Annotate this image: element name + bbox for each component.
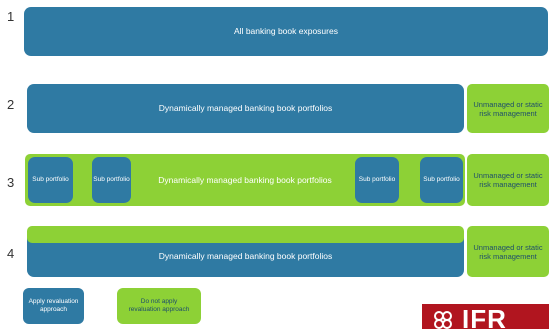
unmanaged-label-row4: Unmanaged or static risk management <box>473 242 543 261</box>
all-banking-book-box: All banking book exposures <box>24 7 548 56</box>
row-number-3: 3 <box>7 175 15 190</box>
legend-apply-box: Apply revaluation approach <box>23 288 84 324</box>
unmanaged-box-row2: Unmanaged or static risk management <box>467 84 549 133</box>
sub-portfolio-label-1: Sub portfolio <box>32 176 69 184</box>
row-number-1: 1 <box>7 9 15 24</box>
dynamic-portfolios-label-row4: Dynamically managed banking book portfol… <box>158 251 333 262</box>
row-number-4: 4 <box>7 246 15 261</box>
legend-apply-label: Apply revaluation approach <box>28 298 79 313</box>
unmanaged-label-row3: Unmanaged or static risk management <box>473 171 543 189</box>
logo-emblem-icon <box>434 311 452 329</box>
all-banking-book-label: All banking book exposures <box>234 26 338 37</box>
dynamic-portfolios-label-row2: Dynamically managed banking book portfol… <box>158 103 333 114</box>
unmanaged-box-row3: Unmanaged or static risk management <box>467 154 549 206</box>
unmanaged-label-row2: Unmanaged or static risk management <box>473 99 543 118</box>
sub-portfolio-label-2: Sub portfolio <box>93 176 130 184</box>
green-overlay-strip-row4 <box>27 226 464 243</box>
sub-portfolio-box-1: Sub portfolio <box>28 157 73 203</box>
sub-portfolio-box-2: Sub portfolio <box>92 157 131 203</box>
logo-text: IFR <box>462 304 507 329</box>
row-number-2: 2 <box>7 97 15 112</box>
sub-portfolio-box-3: Sub portfolio <box>355 157 399 203</box>
dynamic-portfolios-box-row2: Dynamically managed banking book portfol… <box>27 84 464 133</box>
sub-portfolio-box-4: Sub portfolio <box>420 157 463 203</box>
legend-not-apply-label: Do not apply revaluation approach <box>128 298 190 313</box>
dynamic-portfolios-box-row3: Dynamically managed banking book portfol… <box>25 154 465 206</box>
ifrs-logo: IFR <box>422 304 549 329</box>
legend-not-apply-box: Do not apply revaluation approach <box>117 288 201 324</box>
sub-portfolio-label-4: Sub portfolio <box>423 176 460 184</box>
dynamic-portfolios-label-row3: Dynamically managed banking book portfol… <box>158 174 332 185</box>
sub-portfolio-label-3: Sub portfolio <box>358 176 396 184</box>
unmanaged-box-row4: Unmanaged or static risk management <box>467 226 549 277</box>
